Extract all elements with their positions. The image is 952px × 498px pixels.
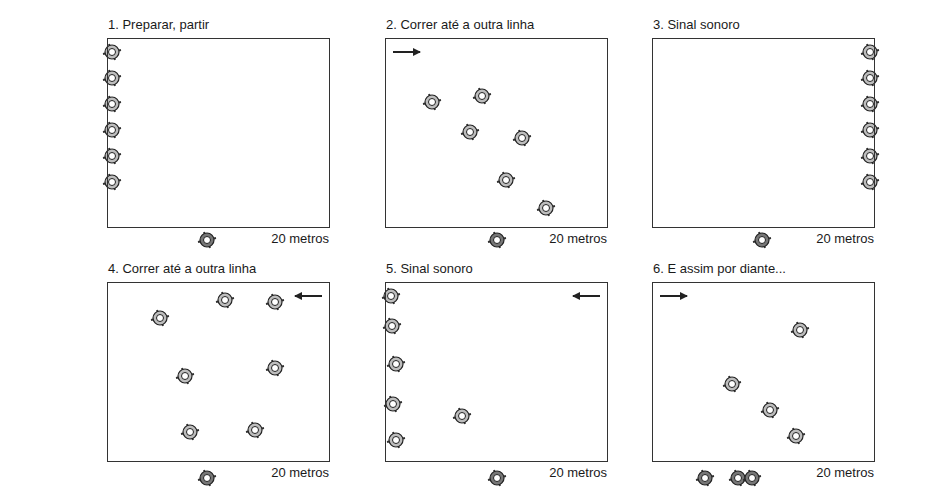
runner-figure (384, 396, 402, 412)
observer-figure (488, 470, 506, 486)
distance-label: 20 metros (816, 465, 874, 480)
runner-figure (861, 96, 879, 112)
panel-title: 3. Sinal sonoro (653, 17, 740, 32)
runner-figure (453, 408, 471, 424)
panel-title: 5. Sinal sonoro (386, 261, 473, 276)
runner-figure (387, 432, 405, 448)
runner-figure (103, 174, 121, 190)
panel-box: 5. Sinal sonoro20 metros (385, 282, 608, 462)
runner-figure (723, 376, 741, 392)
runner-figure (861, 70, 879, 86)
panel-box: 3. Sinal sonoro20 metros (652, 38, 875, 228)
observer-figure (198, 232, 216, 248)
runner-figure (423, 94, 441, 110)
observer-figure (753, 232, 771, 248)
runner-figure (103, 44, 121, 60)
runner-figure (537, 200, 555, 216)
observer-figure (198, 470, 216, 486)
observer-figure (488, 232, 506, 248)
panel-title: 6. E assim por diante... (653, 261, 786, 276)
runner-figure (103, 148, 121, 164)
direction-arrow (393, 51, 420, 53)
runner-figure (181, 424, 199, 440)
distance-label: 20 metros (549, 465, 607, 480)
runner-figure (461, 124, 479, 140)
panel-box: 6. E assim por diante...20 metros (652, 282, 875, 462)
runner-figure (791, 322, 809, 338)
runner-figure (266, 294, 284, 310)
runner-figure (216, 292, 234, 308)
observer-figure (729, 470, 747, 486)
runner-figure (513, 130, 531, 146)
runner-figure (246, 422, 264, 438)
runner-figure (103, 122, 121, 138)
runner-figure (861, 44, 879, 60)
runner-figure (151, 310, 169, 326)
distance-label: 20 metros (816, 231, 874, 246)
panel-title: 4. Correr até a outra linha (108, 261, 256, 276)
observer-figure (743, 470, 761, 486)
runner-figure (176, 368, 194, 384)
runner-figure (761, 402, 779, 418)
panel-title: 1. Preparar, partir (108, 17, 209, 32)
runner-figure (861, 148, 879, 164)
panel-box: 4. Correr até a outra linha20 metros (107, 282, 330, 462)
panel-box: 1. Preparar, partir20 metros (107, 38, 330, 228)
direction-arrow (295, 295, 322, 297)
runner-figure (861, 122, 879, 138)
runner-figure (473, 88, 491, 104)
distance-label: 20 metros (271, 465, 329, 480)
runner-figure (103, 70, 121, 86)
runner-figure (861, 174, 879, 190)
runner-figure (266, 360, 284, 376)
direction-arrow (660, 295, 687, 297)
distance-label: 20 metros (549, 231, 607, 246)
distance-label: 20 metros (271, 231, 329, 246)
runner-figure (787, 428, 805, 444)
direction-arrow (573, 295, 600, 297)
panel-box: 2. Correr até a outra linha20 metros (385, 38, 608, 228)
runner-figure (103, 96, 121, 112)
runner-figure (497, 172, 515, 188)
runner-figure (387, 356, 405, 372)
panel-title: 2. Correr até a outra linha (386, 17, 534, 32)
observer-figure (696, 470, 714, 486)
